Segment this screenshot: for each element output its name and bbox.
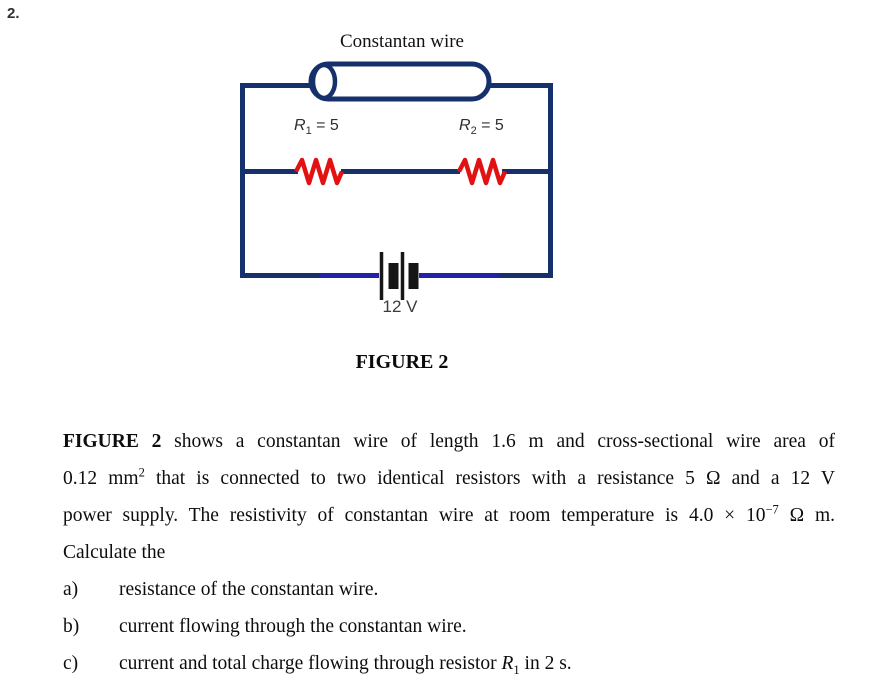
item-c-marker: c): [63, 653, 79, 674]
figure-wire-title: Constantan wire: [339, 31, 464, 52]
circuit-diagram: [240, 61, 553, 300]
problem-line-3: power supply. The resistivity of constan…: [63, 497, 835, 534]
constantan-wire-cylinder: [308, 61, 492, 102]
area-exponent: 2: [138, 465, 145, 480]
question-item-b: b) current flowing through the constanta…: [63, 608, 835, 645]
item-a-marker: a): [63, 579, 79, 600]
resistor2-subscript: 2: [470, 125, 477, 138]
problem-line-3-text: power supply. The resistivity of constan…: [63, 505, 766, 526]
question-item-c: c) current and total charge flowing thro…: [63, 645, 835, 682]
battery-voltage-label: 12 V: [382, 297, 418, 316]
resistor1-value: = 5: [311, 117, 339, 134]
resistor1-subscript: 1: [305, 125, 312, 138]
resistor2-value: = 5: [476, 117, 504, 134]
resistor1-symbol: R: [294, 117, 306, 134]
figure-caption: FIGURE 2: [355, 351, 449, 373]
item-c-resistor-symbol: R: [501, 653, 514, 674]
question-item-a: a) resistance of the constantan wire.: [63, 571, 835, 608]
item-b-marker: b): [63, 616, 80, 637]
problem-line-3-rest: Ω m.: [778, 505, 835, 526]
problem-line-2: 0.12 mm2 that is connected to two identi…: [63, 460, 835, 497]
battery-plate-thick-1: [388, 263, 399, 289]
item-b-text: current flowing through the constantan w…: [119, 616, 467, 637]
resistor1-label: R1 = 5: [294, 117, 339, 137]
resistor2-zigzag: [457, 157, 508, 186]
question-number: 2.: [7, 5, 20, 22]
item-c-text-post: in 2 s.: [519, 653, 572, 674]
resistor2-symbol: R: [459, 117, 471, 134]
resistor1-zigzag: [294, 157, 345, 186]
item-c-text: current and total charge flowing through…: [119, 645, 572, 689]
problem-line-1: FIGURE 2 shows a constantan wire of leng…: [63, 423, 835, 460]
item-c-text-pre: current and total charge flowing through…: [119, 653, 502, 674]
resistivity-exponent: −7: [765, 502, 779, 517]
problem-line-2-rest: that is connected to two identical resis…: [144, 468, 835, 489]
problem-statement: FIGURE 2 shows a constantan wire of leng…: [63, 423, 835, 682]
problem-line-4: Calculate the: [63, 542, 166, 563]
resistor2-label: R2 = 5: [459, 117, 504, 137]
battery-plate-thick-2: [408, 263, 419, 289]
item-c-resistor-subscript: 1: [513, 662, 520, 677]
problem-line-1-text: shows a constantan wire of length 1.6 m …: [161, 431, 835, 452]
figure-reference: FIGURE 2: [63, 431, 162, 452]
item-a-text: resistance of the constantan wire.: [119, 579, 379, 600]
cylinder-end-face: [310, 62, 338, 101]
problem-line-2-text: 0.12 mm: [63, 468, 139, 489]
